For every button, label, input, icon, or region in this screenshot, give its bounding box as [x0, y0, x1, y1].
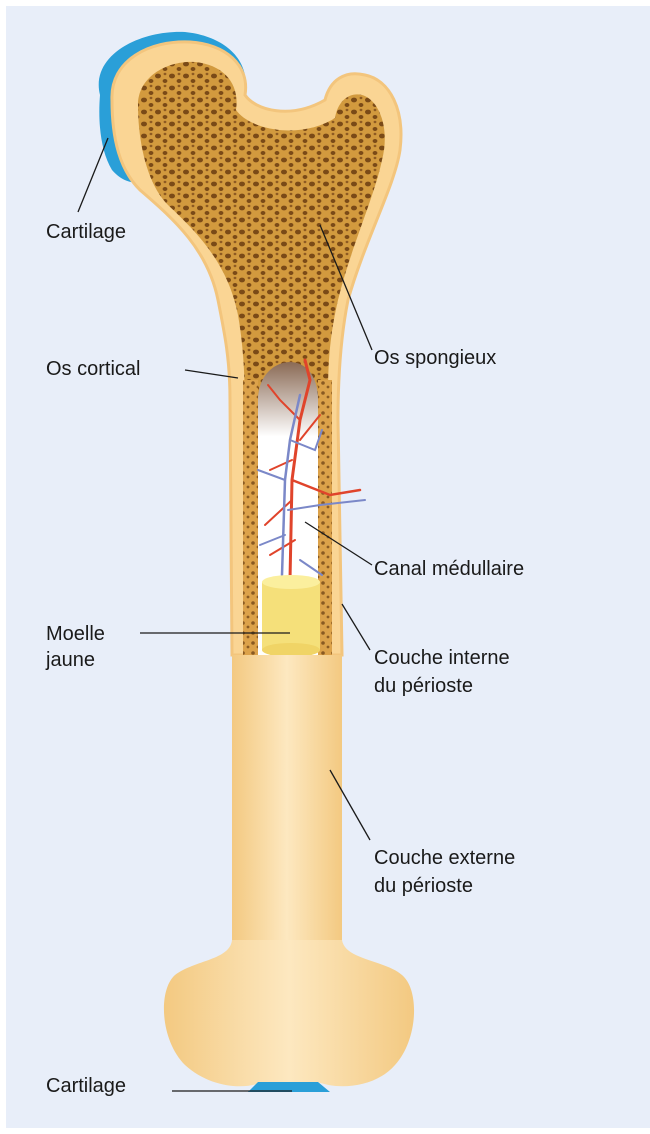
label-canal-medullaire: Canal médullaire: [374, 556, 524, 582]
label-moelle-jaune-line1: Moelle: [46, 621, 105, 647]
distal-epiphysis: [164, 940, 414, 1086]
label-couche-externe-line2: du périoste: [374, 873, 473, 899]
label-couche-interne-line2: du périoste: [374, 673, 473, 699]
yellow-marrow: [262, 575, 320, 657]
label-cartilage-bottom: Cartilage: [46, 1073, 126, 1099]
label-os-spongieux: Os spongieux: [374, 345, 496, 371]
label-couche-externe-line1: Couche externe: [374, 845, 515, 871]
spongy-lining-left: [243, 380, 258, 660]
bone-shaft: [232, 655, 342, 945]
label-os-cortical: Os cortical: [46, 356, 140, 382]
label-cartilage-top: Cartilage: [46, 219, 126, 245]
label-moelle-jaune-line2: jaune: [46, 647, 95, 673]
spongy-lining-right: [318, 380, 332, 660]
label-couche-interne-line1: Couche interne: [374, 645, 510, 671]
